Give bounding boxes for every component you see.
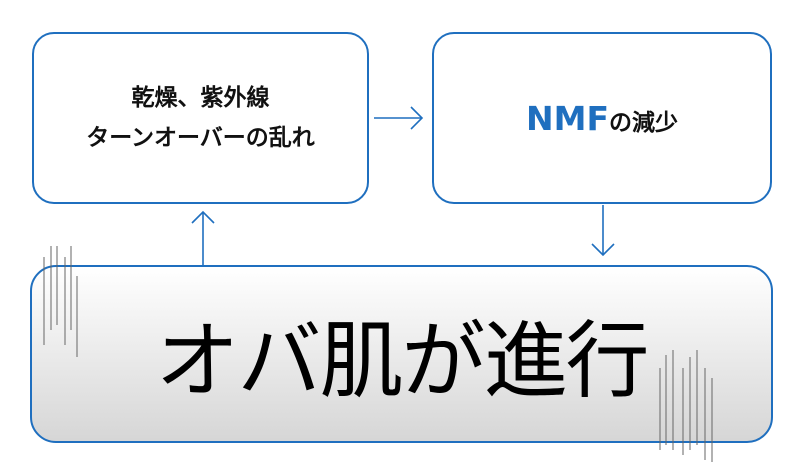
result-text: オバ肌が進行 [155,311,649,410]
nmf-suffix: の減少 [609,109,678,136]
result-box: オバ肌が進行 [30,265,773,443]
arrow-up-icon [191,210,215,265]
cause-line-1: 乾燥、紫外線 [131,85,270,111]
cause-box: 乾燥、紫外線 ターンオーバーの乱れ [32,32,369,204]
arrow-right-icon [374,106,424,130]
nmf-box: NMFの減少 [432,32,772,204]
cause-line-2: ターンオーバーの乱れ [86,125,315,151]
arrow-down-icon [591,205,615,257]
nmf-label: NMF [526,98,609,138]
hatch-right-icon [659,350,713,462]
hatch-left-icon [43,246,78,357]
